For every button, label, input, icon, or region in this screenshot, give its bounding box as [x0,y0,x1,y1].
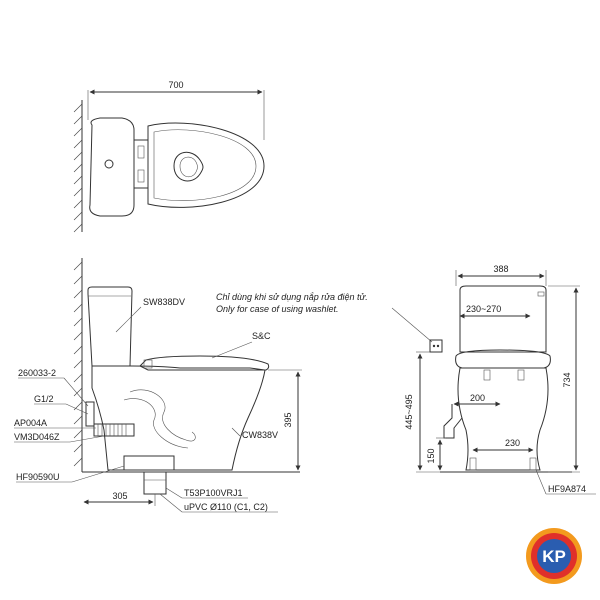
tank-side [87,286,133,367]
label-drain: T53P100VRJ1 [184,488,243,498]
label-part3: AP004A [14,418,47,428]
label-part5: HF90590U [16,472,60,482]
tank-top [89,117,135,217]
front-view: 388 230~270 734 445~495 200 230 150 HF9A… [404,264,596,495]
dim-734-label: 734 [562,372,572,387]
drain-pipe [143,471,167,495]
electric-socket [429,339,443,353]
dim-230-270-label: 230~270 [466,304,501,314]
label-tank: SW838DV [143,297,185,307]
brand-logo: KP [526,528,582,584]
bowl-side [91,365,266,471]
front-tank [459,285,547,353]
note-vietnamese: Chỉ dùng khi sử dụng nắp rửa điện tử. [216,292,368,302]
top-view: 700 [73,80,265,233]
bowl-top [147,122,265,208]
dim-700-label: 700 [168,80,183,90]
logo-text: KP [542,547,566,566]
label-bowl: CW838V [242,430,278,440]
seat-hinge [133,139,149,189]
front-bowl [457,367,549,471]
front-seat [455,349,551,369]
dim-230-label: 230 [505,438,520,448]
label-part1: 260033-2 [18,368,56,378]
dim-395-label: 395 [283,412,293,427]
dim-388-label: 388 [493,264,508,274]
side-view: 395 305 SW838DV S&C CW838V 260033-2 G1/2… [14,258,433,513]
dim-305-label: 305 [112,491,127,501]
dim-150-label: 150 [426,448,436,463]
label-seat: S&C [252,331,271,341]
note-english: Only for case of using washlet. [216,304,339,314]
trapway [129,389,196,442]
label-part2: G1/2 [34,394,54,404]
label-part4: VM3D046Z [14,432,60,442]
seat-side [139,355,270,371]
dim-200-label: 200 [470,393,485,403]
front-valve [443,404,463,439]
logo-inner-circle [537,539,571,573]
floor-flange [123,455,175,471]
label-pipe: uPVC Ø110 (C1, C2) [184,502,268,512]
flush-button-icon [104,159,114,169]
wall-hatch [73,103,83,233]
dim-445-495-label: 445~495 [404,394,414,429]
supply-valve [85,401,95,427]
label-front-part: HF9A874 [548,484,586,494]
side-wall-hatch [73,261,83,467]
bowl-opening [173,151,204,182]
valve-ribs [97,424,127,436]
